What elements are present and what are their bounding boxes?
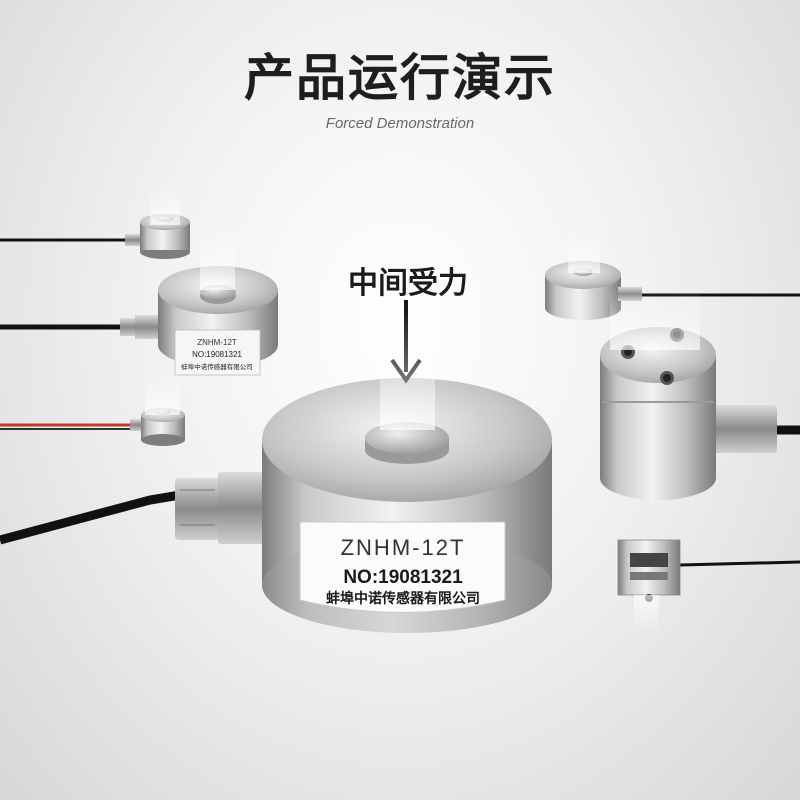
- cable-s-type: [679, 560, 800, 567]
- sensor-left-mid: ZNHM-12T NO:19081321 蚌埠中诺传感器有限公司: [120, 266, 278, 376]
- left-sensor-serial: NO:19081321: [192, 350, 242, 359]
- sensor-right-cylinder: [600, 327, 777, 500]
- sensor-main: ZNHM-12T NO:19081321 蚌埠中诺传感器有限公司: [175, 378, 552, 633]
- main-sensor-model: ZNHM-12T: [341, 535, 466, 560]
- left-sensor-model: ZNHM-12T: [197, 338, 237, 347]
- force-label: 中间受力: [348, 266, 468, 301]
- main-sensor-serial: NO:19081321: [343, 567, 463, 588]
- cable-main: [0, 490, 181, 545]
- sensor-s-type: [617, 539, 681, 602]
- left-sensor-company: 蚌埠中诺传感器有限公司: [181, 362, 253, 371]
- page-title: 产品运行演示: [244, 49, 556, 107]
- main-sensor-company: 蚌埠中诺传感器有限公司: [326, 590, 480, 607]
- page-subtitle: Forced Demonstration: [325, 115, 475, 132]
- mist-effects: [145, 185, 700, 635]
- sensor-right-top: [545, 261, 642, 320]
